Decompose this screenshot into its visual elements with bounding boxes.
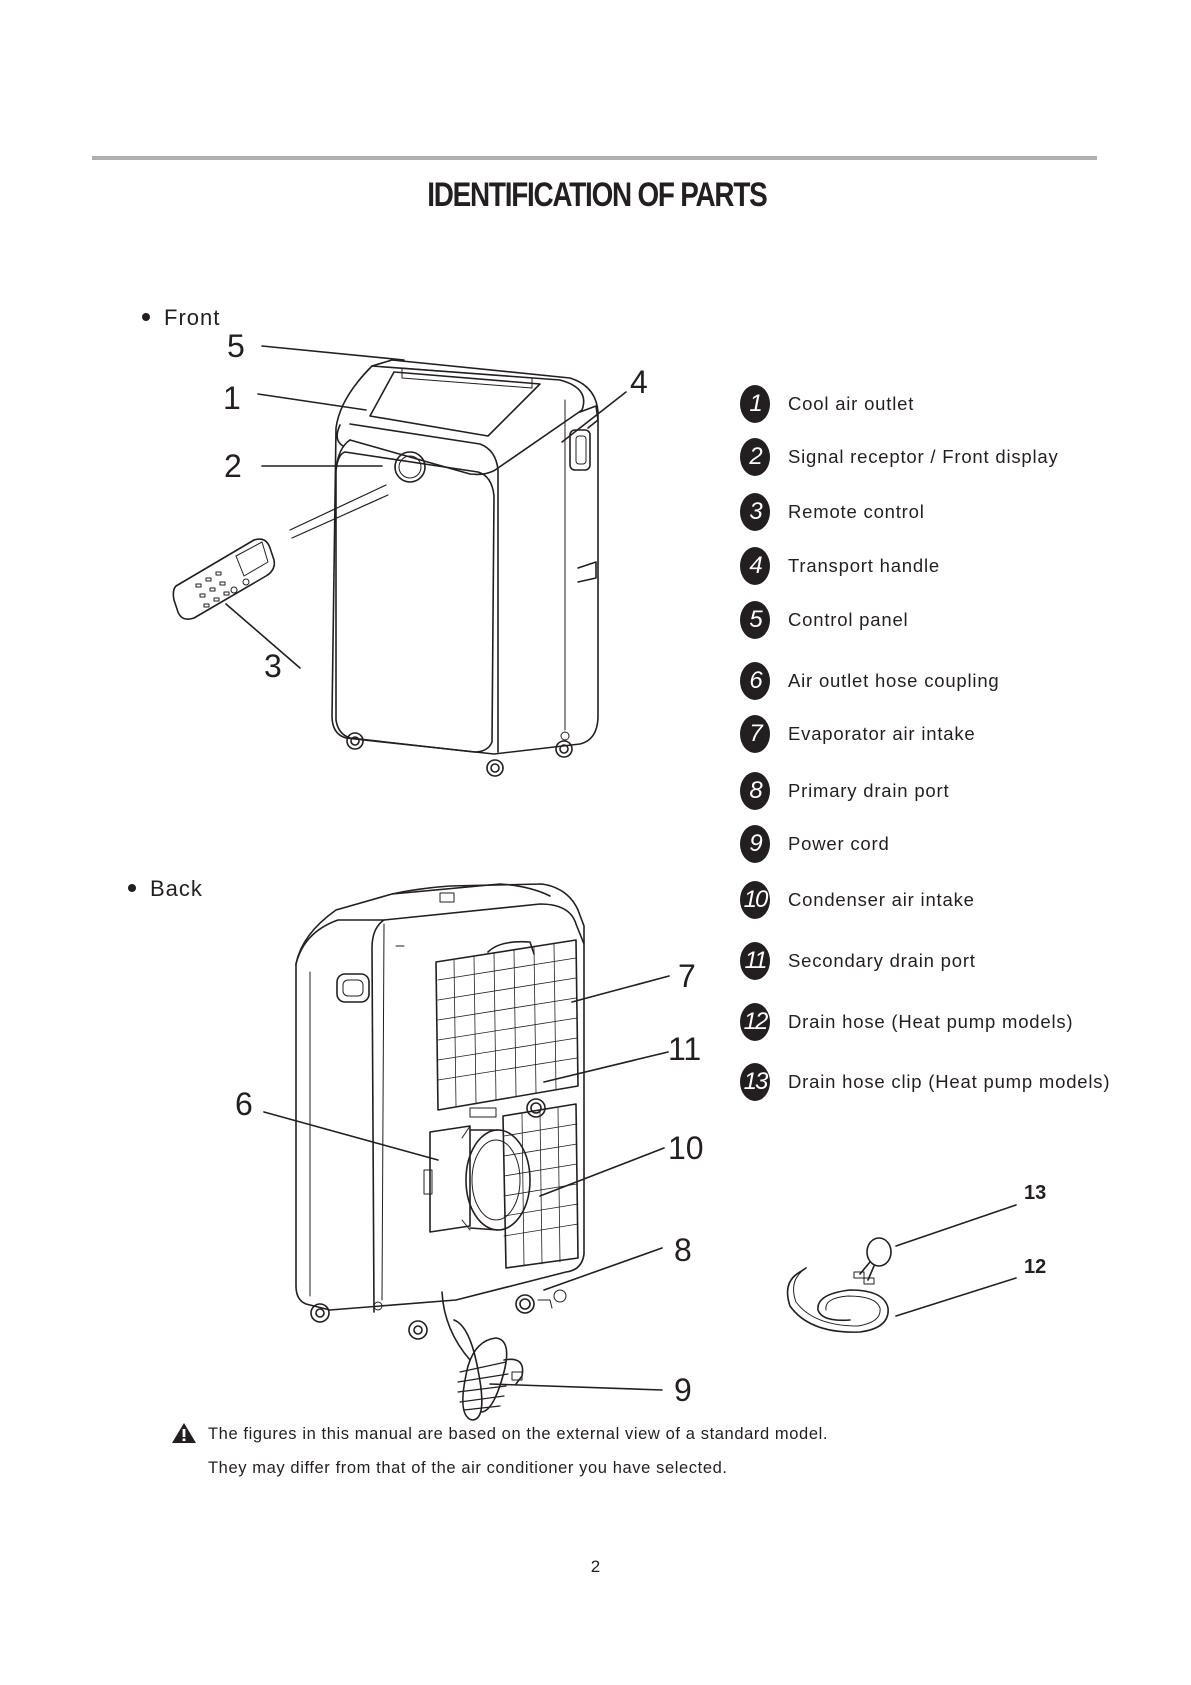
back-unit-drawing — [295, 883, 585, 1421]
bullet-icon — [142, 313, 150, 322]
legend-number-badge: 2 — [740, 438, 770, 476]
callout-5: 5 — [227, 328, 245, 364]
callout-11: 11 — [668, 1031, 702, 1067]
callout-10: 10 — [668, 1130, 704, 1166]
drain-hose-drawing — [786, 1267, 889, 1333]
legend-number-badge: 7 — [740, 715, 770, 753]
legend-number-badge: 10 — [740, 881, 770, 919]
header-rule — [92, 156, 1097, 160]
page-title: IDENTIFICATION OF PARTS — [427, 176, 768, 214]
page-number: 2 — [590, 1557, 601, 1576]
callout-12: 12 — [1024, 1256, 1047, 1278]
bullet-icon — [128, 884, 136, 893]
callout-13: 13 — [1024, 1182, 1047, 1204]
callout-3: 3 — [264, 648, 282, 684]
legend-number-badge: 3 — [740, 493, 770, 531]
callout-2: 2 — [224, 448, 242, 484]
callout-7: 7 — [678, 958, 696, 994]
callout-8: 8 — [674, 1232, 692, 1268]
note-line-2: They may differ from that of the air con… — [208, 1459, 728, 1477]
legend-number-badge: 13 — [740, 1063, 770, 1101]
front-section-label: Front — [142, 305, 220, 331]
legend-number-badge: 6 — [740, 662, 770, 700]
legend-number-badge: 5 — [740, 601, 770, 639]
legend-number-badge: 9 — [740, 825, 770, 863]
legend-number-badge: 12 — [740, 1003, 770, 1041]
back-section-label: Back — [128, 876, 203, 902]
hose-clip-drawing — [853, 1237, 892, 1285]
remote-control-drawing — [172, 538, 276, 620]
front-unit-drawing — [331, 359, 599, 777]
callout-9: 9 — [674, 1372, 692, 1408]
legend-number-badge: 4 — [740, 547, 770, 585]
legend-number-badge: 11 — [740, 942, 770, 980]
legend-number-badge: 8 — [740, 772, 770, 810]
callout-1: 1 — [223, 380, 241, 416]
warning-icon — [172, 1423, 196, 1443]
legend-number-badge: 1 — [740, 385, 770, 423]
callout-4: 4 — [630, 364, 648, 400]
callout-6: 6 — [235, 1086, 253, 1122]
note-line-1: The figures in this manual are based on … — [208, 1425, 829, 1443]
